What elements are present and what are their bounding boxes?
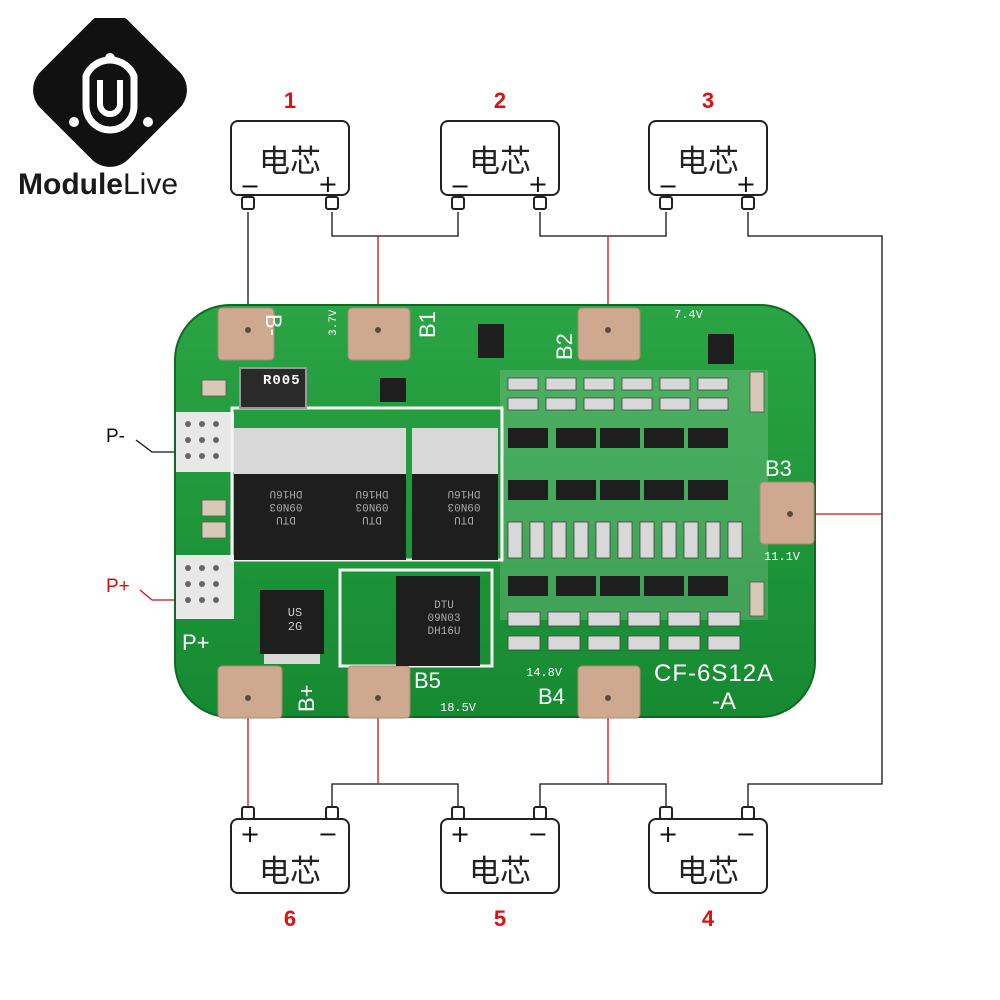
- cell-label: 电芯: [469, 144, 531, 180]
- voltage-label-b4: 14.8V: [526, 666, 563, 680]
- cell-1-positive-terminal: [325, 196, 339, 210]
- cell-plus-sign: +: [317, 170, 338, 198]
- cell-2-positive-terminal: [533, 196, 547, 210]
- cell-plus-sign: +: [658, 820, 679, 848]
- battery-cell-3: 电芯 − +: [648, 120, 768, 200]
- cell-number-2: 2: [493, 88, 507, 113]
- cell-label: 电芯: [677, 144, 739, 180]
- cell-6-negative-terminal: [325, 806, 339, 820]
- modulelive-logo-icon: [33, 18, 187, 167]
- voltage-label-b2: 7.4V: [674, 308, 703, 322]
- battery-cell-4: 电芯 + −: [648, 818, 768, 894]
- cell-number-4: 4: [701, 906, 715, 931]
- cell-plus-sign: +: [735, 170, 756, 198]
- cell-plus-sign: +: [240, 820, 261, 848]
- cell-6-positive-terminal: [241, 806, 255, 820]
- cell-plus-sign: +: [450, 820, 471, 848]
- cell-label: 电芯: [259, 144, 321, 180]
- pcb-model-line1: CF-6S12A: [654, 660, 775, 687]
- shunt-resistor-marking: R005: [263, 373, 301, 389]
- cell-5-positive-terminal: [451, 806, 465, 820]
- cell-1-negative-terminal: [241, 196, 255, 210]
- pad-label-b5: B5: [414, 668, 441, 693]
- pad-label-b1: B1: [415, 311, 440, 338]
- cell-number-1: 1: [283, 88, 297, 113]
- brand-name-light: Live: [123, 168, 179, 201]
- pad-label-b4: B4: [538, 684, 565, 709]
- cell-label: 电芯: [259, 854, 321, 890]
- cell-4-negative-terminal: [741, 806, 755, 820]
- cell-label: 电芯: [469, 854, 531, 890]
- cell-minus-sign: −: [735, 820, 756, 848]
- p-plus-label: P+: [106, 576, 130, 597]
- cell-number-3: 3: [701, 88, 715, 113]
- cell-number-5: 5: [493, 906, 507, 931]
- battery-cell-1: 电芯 − +: [230, 120, 350, 200]
- brand-name: ModuleLive: [18, 168, 178, 202]
- voltage-label-b3: 11.1V: [764, 550, 801, 564]
- cell-label: 电芯: [677, 854, 739, 890]
- p-minus-label: P-: [106, 426, 125, 447]
- cell-3-positive-terminal: [741, 196, 755, 210]
- pad-label-b-minus: B-: [261, 314, 286, 336]
- battery-cell-2: 电芯 − +: [440, 120, 560, 200]
- cell-minus-sign: −: [658, 172, 679, 200]
- pcb-model-line2: -A: [712, 688, 736, 715]
- battery-cell-5: 电芯 + −: [440, 818, 560, 894]
- cell-3-negative-terminal: [659, 196, 673, 210]
- bms-pcb-board: [174, 304, 816, 719]
- cell-2-negative-terminal: [451, 196, 465, 210]
- pad-b-minus: [217, 307, 275, 361]
- cell-number-6: 6: [283, 906, 297, 931]
- cell-minus-sign: −: [527, 820, 548, 848]
- pcb-p-plus-silk: P+: [182, 630, 210, 655]
- cell-minus-sign: −: [317, 820, 338, 848]
- battery-cell-6: 电芯 + −: [230, 818, 350, 894]
- cell-5-negative-terminal: [533, 806, 547, 820]
- voltage-label-b1: 3.7V: [328, 309, 340, 336]
- cell-plus-sign: +: [527, 170, 548, 198]
- cell-minus-sign: −: [240, 172, 261, 200]
- brand-name-bold: Module: [18, 168, 123, 201]
- cell-minus-sign: −: [450, 172, 471, 200]
- pad-label-b2: B2: [552, 333, 577, 360]
- cell-4-positive-terminal: [659, 806, 673, 820]
- voltage-label-b5: 18.5V: [440, 701, 477, 715]
- pad-label-b3: B3: [765, 456, 792, 481]
- pad-label-b-plus: B+: [294, 684, 319, 712]
